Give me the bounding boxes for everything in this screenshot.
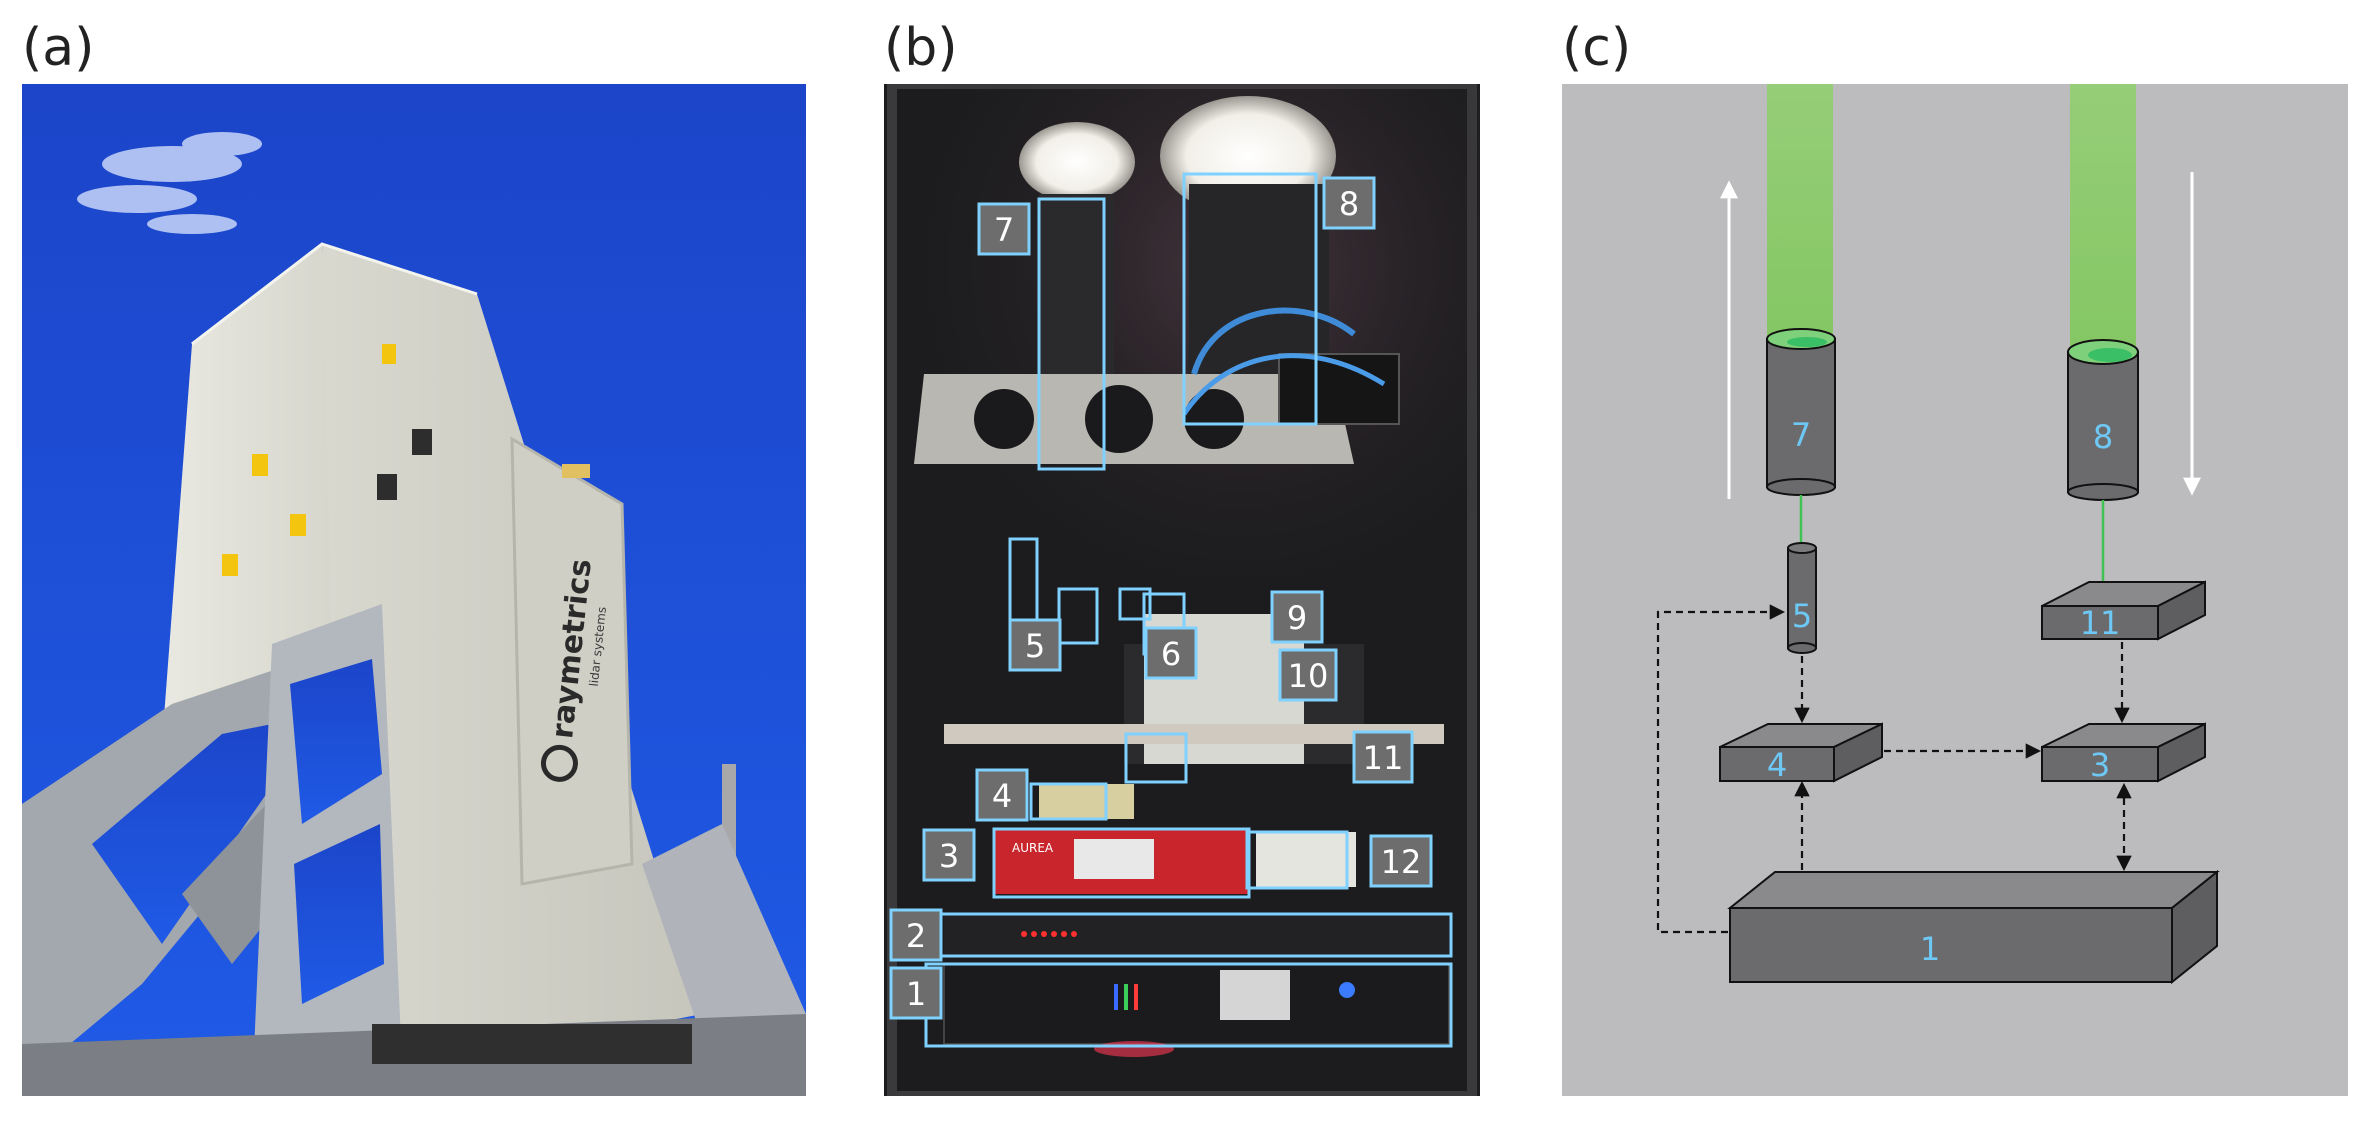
label-7: 7 (1791, 416, 1811, 454)
label-11: 11 (2080, 604, 2121, 642)
svg-text:4: 4 (992, 777, 1012, 815)
callout-11: 11 (1352, 730, 1414, 784)
connection-arrows (1656, 604, 2132, 934)
detector-box (1278, 353, 1400, 425)
panel-label-b: (b) (884, 18, 958, 78)
panel-a-photo: raymetrics lidar systems (22, 84, 806, 1096)
panel-label-c: (c) (1562, 18, 1632, 78)
component-5: 5 (1787, 542, 1817, 654)
component-8: 8 (2067, 339, 2139, 501)
component-11: 11 (2041, 580, 2206, 642)
callout-10: 10 (1278, 648, 1338, 702)
beam-8 (2070, 84, 2136, 354)
clouds (77, 132, 262, 234)
callout-3: 3 (922, 828, 976, 882)
svg-text:3: 3 (939, 837, 959, 875)
housing-base (372, 1024, 692, 1064)
callout-9: 9 (1270, 590, 1324, 644)
callout-6: 6 (1144, 626, 1198, 680)
label-4: 4 (1767, 746, 1787, 784)
svg-text:5: 5 (1025, 627, 1045, 665)
panel-b-photo: AUREA 1 2 (884, 84, 1480, 1096)
component-1: 1 (1727, 869, 2220, 985)
svg-text:2: 2 (906, 917, 926, 955)
lidar-housing-photo: raymetrics lidar systems (22, 84, 806, 1096)
svg-text:1: 1 (906, 975, 926, 1013)
component-4: 4 (1719, 722, 1883, 784)
svg-text:6: 6 (1161, 635, 1181, 673)
label-5: 5 (1792, 597, 1812, 635)
cabinet-interior-photo: AUREA 1 2 (884, 84, 1480, 1096)
svg-text:11: 11 (1363, 739, 1404, 777)
svg-text:8: 8 (1339, 185, 1359, 223)
callout-7: 7 (977, 202, 1031, 256)
callout-5: 5 (1008, 618, 1062, 672)
aurea-text: AUREA (1012, 841, 1054, 855)
aperture-left (1019, 122, 1135, 202)
label-1: 1 (1920, 930, 1940, 968)
callout-8: 8 (1322, 176, 1376, 230)
system-block-diagram: 7 8 5 11 4 3 (1562, 84, 2348, 1096)
device-12 (1256, 832, 1356, 887)
svg-text:10: 10 (1288, 657, 1329, 695)
tube-7 (1039, 194, 1114, 404)
callout-badges: 1 2 3 4 5 6 7 8 (889, 176, 1433, 1020)
component-3: 3 (2041, 722, 2206, 784)
panel-label-a: (a) (22, 18, 95, 78)
component-7: 7 (1766, 328, 1836, 496)
rack-unit-1 (943, 963, 1450, 1045)
label-3: 3 (2090, 746, 2110, 784)
callout-1: 1 (889, 966, 943, 1020)
beam-7 (1767, 84, 1833, 339)
rack-unit-2 (944, 914, 1449, 954)
panel-c-diagram: 7 8 5 11 4 3 (1562, 84, 2348, 1096)
svg-text:12: 12 (1381, 843, 1422, 881)
housing-side (162, 244, 342, 744)
callout-2: 2 (889, 908, 943, 962)
door-panel (510, 436, 634, 886)
label-8: 8 (2093, 418, 2113, 456)
callout-12: 12 (1369, 834, 1433, 888)
svg-text:7: 7 (994, 211, 1014, 249)
warning-labels (222, 344, 590, 576)
svg-text:9: 9 (1287, 599, 1307, 637)
callout-4: 4 (975, 768, 1029, 822)
